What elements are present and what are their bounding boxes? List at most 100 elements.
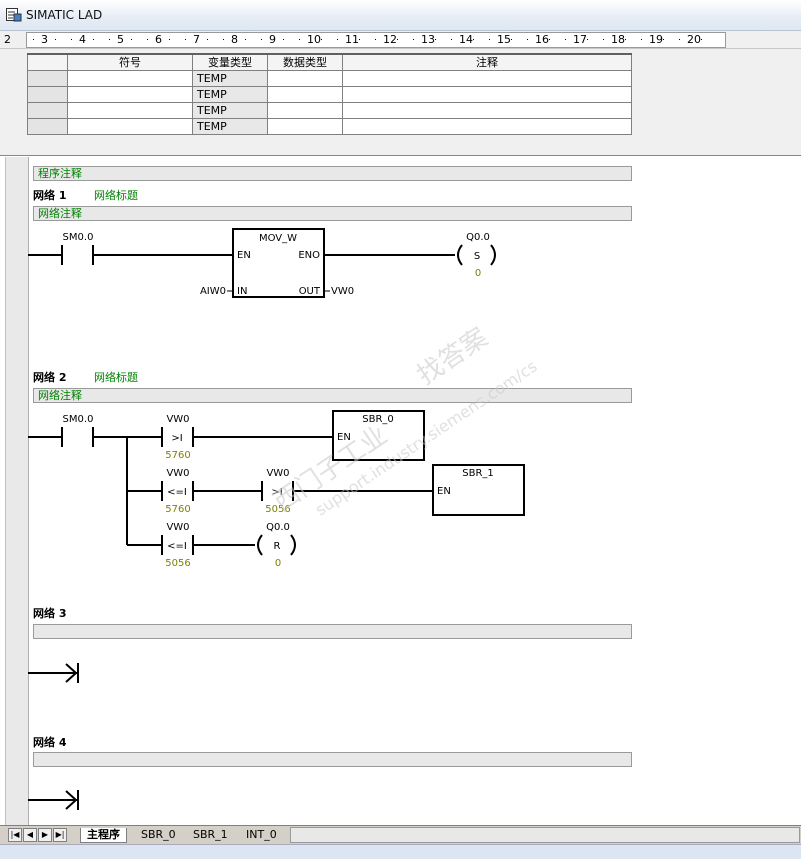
ruler-tick — [93, 39, 94, 40]
n2-compare4-address[interactable]: VW0 — [166, 522, 189, 533]
comment-cell[interactable] — [342, 118, 632, 135]
ruler-number: 9 — [269, 33, 276, 46]
row-header[interactable] — [27, 86, 68, 103]
network-4-comment[interactable] — [33, 752, 632, 767]
ruler-tick — [169, 39, 170, 40]
watermark: 西门子工业 找答案 support.industry.siemens.com/c… — [268, 323, 540, 520]
row-header[interactable] — [27, 102, 68, 119]
n2-compare2-operator[interactable]: <=I — [167, 487, 187, 498]
network-1-title[interactable]: 网络标题 — [94, 189, 138, 202]
n2-sbr1-title[interactable]: SBR_1 — [462, 468, 494, 479]
n2-compare1-address[interactable]: VW0 — [166, 414, 189, 425]
network-1-label[interactable]: 网络 1 — [33, 189, 67, 202]
symbol-cell[interactable] — [67, 86, 193, 103]
tab-sbr-1[interactable]: SBR_1 — [193, 828, 228, 841]
program-comment[interactable]: 程序注释 — [33, 166, 632, 181]
data-type-cell[interactable] — [267, 70, 343, 87]
ruler-number: 14 — [459, 33, 473, 46]
n2-compare2-address[interactable]: VW0 — [166, 468, 189, 479]
ruler-tick — [413, 39, 414, 40]
row-header[interactable] — [27, 70, 68, 87]
ruler-tick — [451, 39, 452, 40]
next-tab-icon[interactable]: ▶ — [38, 828, 52, 842]
n2-compare4-value[interactable]: 5056 — [165, 558, 190, 569]
n1-eno-pin: ENO — [298, 250, 320, 261]
ruler-tick — [679, 39, 680, 40]
n2-coil-count[interactable]: 0 — [275, 558, 281, 569]
status-bar — [0, 844, 801, 859]
last-tab-icon[interactable]: ▶| — [53, 828, 67, 842]
data-type-cell[interactable] — [267, 102, 343, 119]
program-tabs-bar: |◀ ◀ ▶ ▶| 主程序 SBR_0 SBR_1 INT_0 — [0, 825, 801, 844]
ruler-tick — [359, 39, 360, 40]
n2-coil-type[interactable]: R — [274, 541, 281, 552]
var-type-cell[interactable]: TEMP — [192, 102, 268, 119]
n2-compare4-operator[interactable]: <=I — [167, 541, 187, 552]
n2-compare1-operator[interactable]: >I — [171, 433, 182, 444]
ruler-tick — [603, 39, 604, 40]
n2-sbr0-title[interactable]: SBR_0 — [362, 414, 394, 425]
ruler-tick — [435, 39, 436, 40]
row-header[interactable] — [27, 118, 68, 135]
n1-in-pin: IN — [237, 286, 247, 297]
ruler-tick — [283, 39, 284, 40]
col-header-comment[interactable]: 注释 — [342, 53, 632, 71]
symbol-cell[interactable] — [67, 102, 193, 119]
n2-compare3-value[interactable]: 5056 — [265, 504, 290, 515]
n1-box-title[interactable]: MOV_W — [259, 233, 297, 244]
symbol-cell[interactable] — [67, 118, 193, 135]
n2-compare2-value[interactable]: 5760 — [165, 504, 190, 515]
ruler-number: 13 — [421, 33, 435, 46]
prev-tab-icon[interactable]: ◀ — [23, 828, 37, 842]
data-type-cell[interactable] — [267, 86, 343, 103]
network-3-label[interactable]: 网络 3 — [33, 607, 67, 620]
n1-coil-count[interactable]: 0 — [475, 268, 481, 279]
ruler-tick — [245, 39, 246, 40]
ruler-tick — [223, 39, 224, 40]
ruler-tick — [147, 39, 148, 40]
ruler-tick — [299, 39, 300, 40]
comment-cell[interactable] — [342, 70, 632, 87]
ruler-tick — [321, 39, 322, 40]
horizontal-scrollbar[interactable] — [290, 827, 800, 843]
n2-compare1-value[interactable]: 5760 — [165, 450, 190, 461]
network-1-comment[interactable]: 网络注释 — [33, 206, 632, 221]
n2-compare3-address[interactable]: VW0 — [266, 468, 289, 479]
n2-compare3-operator[interactable]: >I — [271, 487, 282, 498]
network-4-label[interactable]: 网络 4 — [33, 736, 67, 749]
network-3-comment[interactable] — [33, 624, 632, 639]
ruler-tick — [663, 39, 664, 40]
tab-int-0[interactable]: INT_0 — [246, 828, 277, 841]
comment-cell[interactable] — [342, 102, 632, 119]
ruler-number: 10 — [307, 33, 321, 46]
network-2-title[interactable]: 网络标题 — [94, 371, 138, 384]
ruler-number: 8 — [231, 33, 238, 46]
ruler-tick — [33, 39, 34, 40]
n1-coil-address[interactable]: Q0.0 — [466, 232, 490, 243]
n2-coil-address[interactable]: Q0.0 — [266, 522, 290, 533]
window-title-bar: SIMATIC LAD — [0, 0, 801, 31]
ruler-number: 3 — [41, 33, 48, 46]
network-2-label[interactable]: 网络 2 — [33, 371, 67, 384]
variable-table: 符号 变量类型 数据类型 注释 TEMP TEMP TEMP TEMP — [27, 53, 632, 135]
var-type-cell[interactable]: TEMP — [192, 70, 268, 87]
n1-out-operand[interactable]: VW0 — [331, 286, 354, 297]
comment-cell[interactable] — [342, 86, 632, 103]
ruler-number: 11 — [345, 33, 359, 46]
tab-sbr-0[interactable]: SBR_0 — [141, 828, 176, 841]
col-header-var-type[interactable]: 变量类型 — [192, 53, 268, 71]
first-tab-icon[interactable]: |◀ — [8, 828, 22, 842]
network-2-comment[interactable]: 网络注释 — [33, 388, 632, 403]
table-row: TEMP — [27, 118, 632, 135]
ruler-number: 16 — [535, 33, 549, 46]
n2-contact-address[interactable]: SM0.0 — [63, 414, 94, 425]
var-type-cell[interactable]: TEMP — [192, 118, 268, 135]
n1-coil-type[interactable]: S — [474, 251, 480, 262]
n1-contact-address[interactable]: SM0.0 — [63, 232, 94, 243]
ruler-number: 5 — [117, 33, 124, 46]
n1-in-operand[interactable]: AIW0 — [200, 286, 226, 297]
tab-main-program[interactable]: 主程序 — [80, 828, 127, 843]
ruler-number: 12 — [383, 33, 397, 46]
